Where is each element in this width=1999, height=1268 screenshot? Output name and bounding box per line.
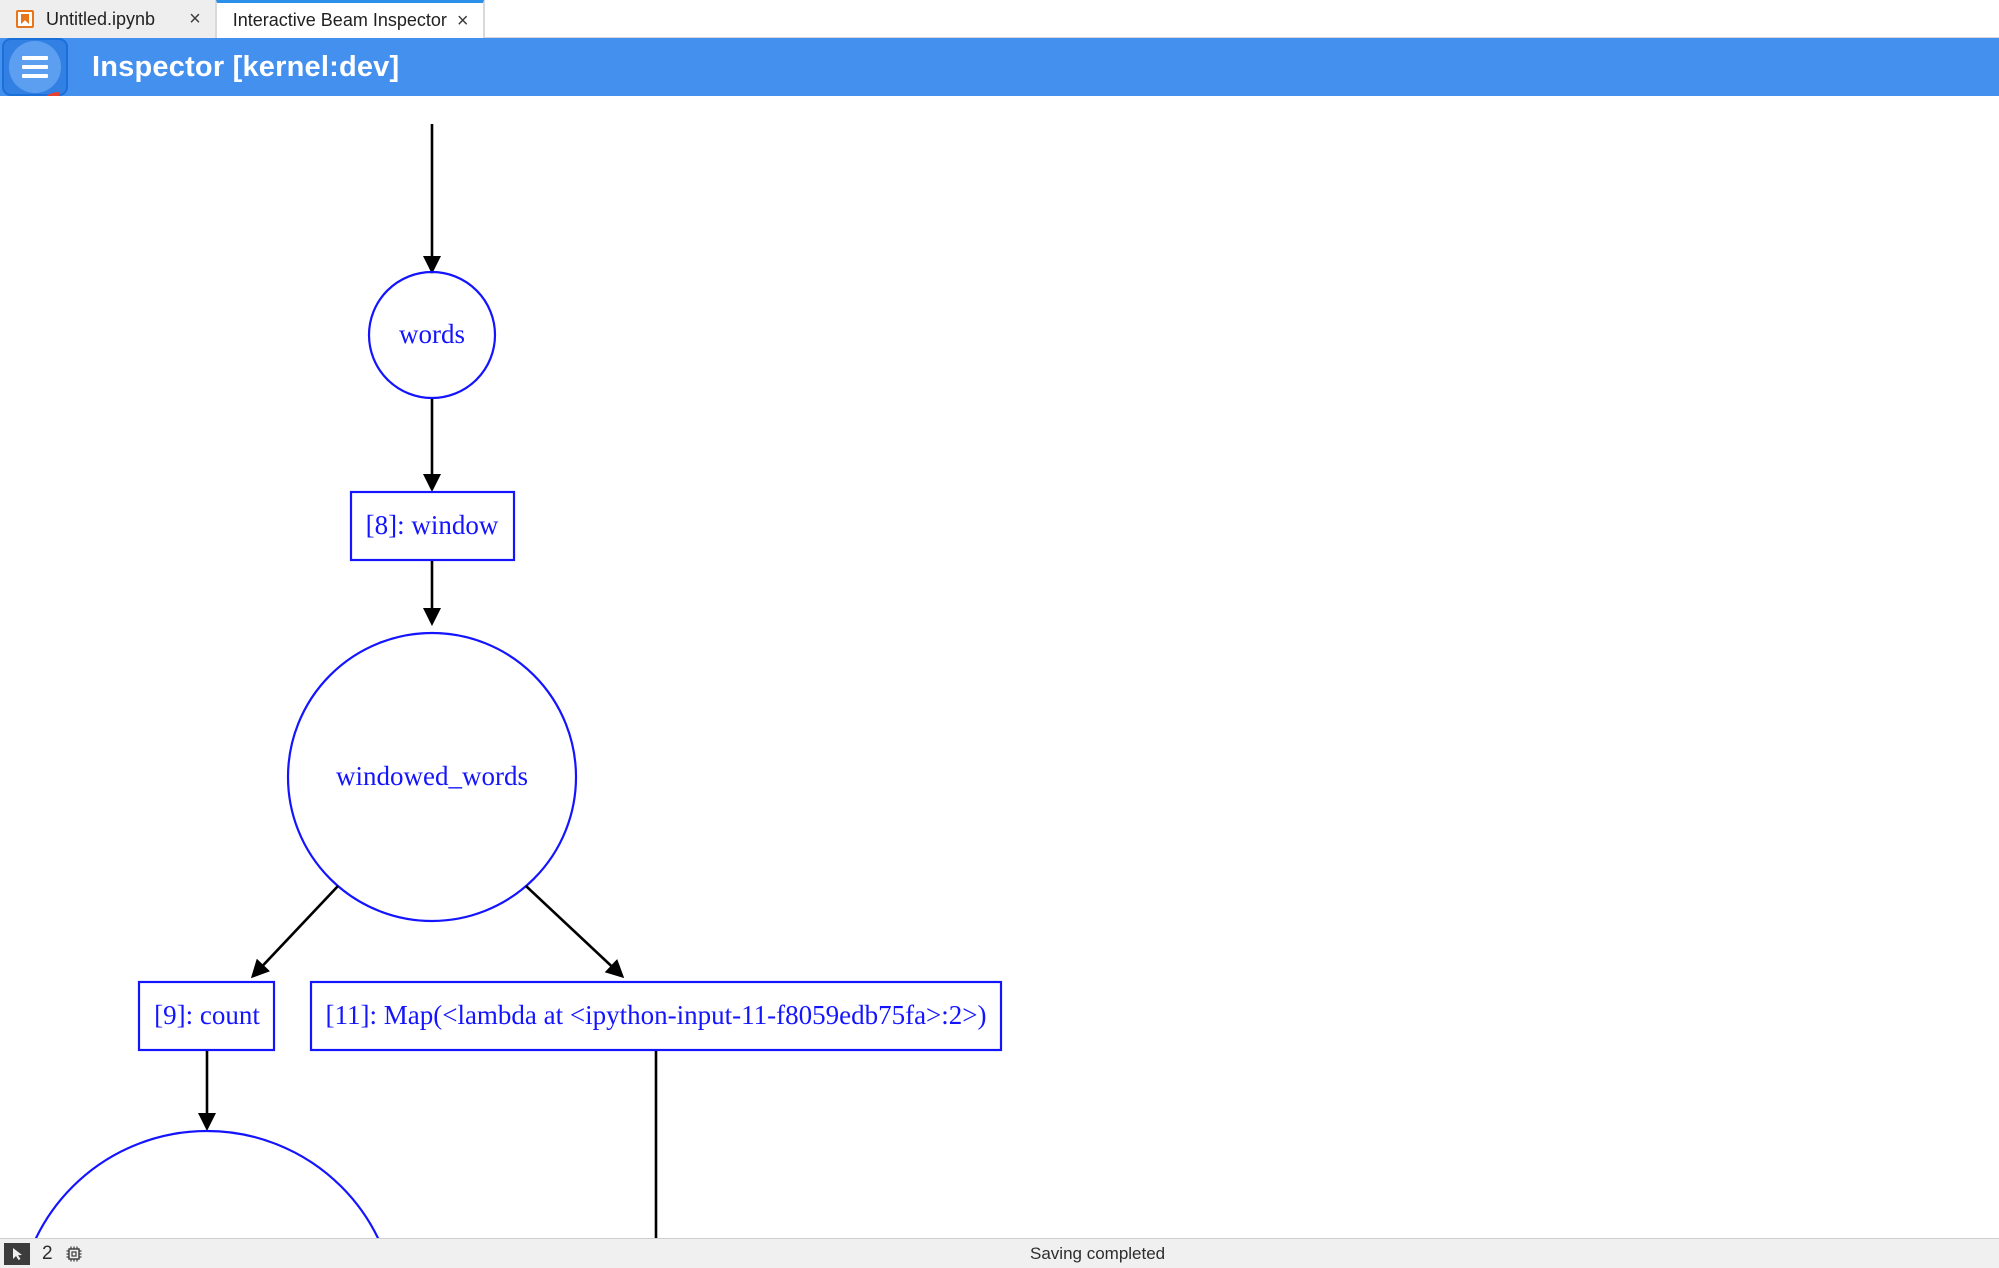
node-windowed-words[interactable]: windowed_words: [286, 631, 578, 923]
tab-bar-empty-space: [483, 0, 1999, 37]
kernel-count[interactable]: 2: [42, 1242, 53, 1264]
close-icon[interactable]: ×: [456, 9, 469, 32]
status-bar-left-group: 2: [0, 1242, 83, 1265]
tab-untitled-ipynb[interactable]: Untitled.ipynb ×: [0, 0, 216, 38]
tab-interactive-beam-inspector[interactable]: Interactive Beam Inspector ×: [215, 0, 484, 38]
tab-label: Untitled.ipynb: [46, 8, 156, 29]
status-message: Saving completed: [1030, 1243, 1166, 1263]
node-label: [9]: count: [154, 1000, 260, 1030]
node-count[interactable]: [9]: count: [137, 980, 276, 1052]
page-title: Inspector [kernel:dev]: [92, 50, 400, 83]
hamburger-menu-button[interactable]: [2, 38, 68, 96]
notebook-icon: [16, 10, 34, 28]
node-label: windowed_words: [336, 761, 528, 791]
edge-windowed-words-map: [525, 885, 625, 979]
node-label: [8]: window: [366, 510, 499, 540]
node-label: words: [399, 319, 465, 349]
tab-label: Interactive Beam Inspector: [232, 10, 447, 30]
hamburger-menu-icon: [9, 41, 61, 93]
pipeline-graph: words [8]: window windowed_words [9]: co…: [17, 124, 1003, 1238]
inspector-header: Inspector [kernel:dev]: [0, 38, 1999, 96]
beam-pipeline-graph-canvas[interactable]: words [8]: window windowed_words [9]: co…: [0, 96, 1999, 1238]
close-icon[interactable]: ×: [189, 8, 201, 30]
status-bar: 2 Saving completed: [0, 1238, 1999, 1268]
cpu-chip-icon[interactable]: [65, 1245, 83, 1263]
tab-bar: Untitled.ipynb × Interactive Beam Inspec…: [0, 0, 1999, 38]
node-words[interactable]: words: [367, 270, 497, 400]
node-window[interactable]: [8]: window: [349, 490, 516, 562]
cursor-icon[interactable]: [4, 1242, 30, 1265]
node-windowed-word-counts[interactable]: windowed_word_counts: [17, 1129, 397, 1238]
node-label: [11]: Map(<lambda at <ipython-input-11-f…: [326, 1000, 987, 1030]
edge-windowed-words-count: [250, 885, 339, 979]
node-map[interactable]: [11]: Map(<lambda at <ipython-input-11-f…: [309, 980, 1003, 1052]
